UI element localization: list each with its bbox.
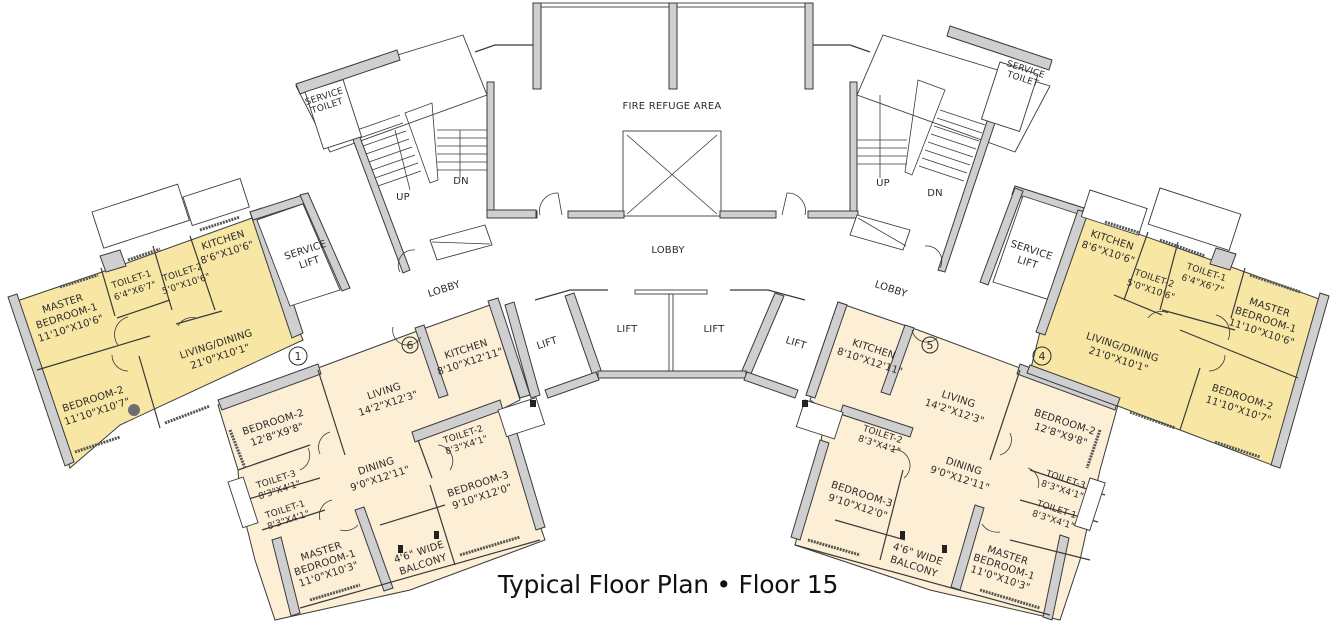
unit-6: 6 KITCHEN 8'10"X12'11" LIVING 14'2"X12'3… <box>217 297 546 621</box>
lobby-label: LOBBY <box>873 279 909 300</box>
unit-4: 4 KITCHEN 8'6"X10'6" TOILET-2 5'0"X10'6"… <box>1026 187 1330 469</box>
lift-label: LIFT <box>784 335 808 352</box>
floor-plan-caption: Typical Floor Plan • Floor 15 <box>497 570 839 599</box>
fire-refuge-label: FIRE REFUGE AREA <box>623 101 722 112</box>
lobby-label: LOBBY <box>651 245 685 256</box>
right-stair-core: UP DN SERVICE TOILET SERVICE LIFT <box>849 25 1085 301</box>
lift-label: LIFT <box>536 335 560 352</box>
lift-label: LIFT <box>703 324 725 335</box>
unit-number-1: 1 <box>295 350 302 363</box>
left-stair-core: UP DN SERVICE TOILET SERVICE LIFT <box>249 34 537 307</box>
unit-number-4: 4 <box>1039 350 1046 363</box>
stair-up-label: UP <box>876 178 890 189</box>
stair-down-label: DN <box>927 188 943 199</box>
lift-label: LIFT <box>616 324 638 335</box>
unit-number-6: 6 <box>407 339 414 352</box>
unit-5: 5 KITCHEN 8'10"X12'11" LIVING 14'2"X12'3… <box>790 301 1119 621</box>
lobby-label: LOBBY <box>427 279 463 300</box>
stair-down-label: DN <box>453 176 469 187</box>
unit-number-5: 5 <box>927 339 934 352</box>
stair-up-label: UP <box>396 192 410 203</box>
